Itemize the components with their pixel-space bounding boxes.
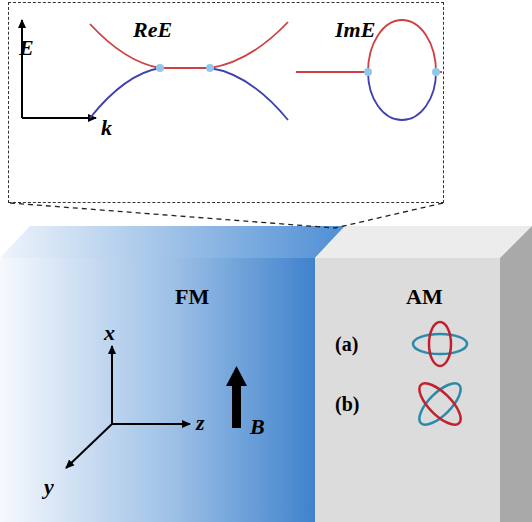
spin-ellipse <box>413 377 467 431</box>
re-e-bands <box>90 22 288 120</box>
panel-label: (b) <box>335 394 359 414</box>
momentum-axis <box>22 117 96 119</box>
region-label: AM <box>406 286 443 308</box>
leader-line <box>10 203 335 228</box>
altermagnet-region: AM (a) (b) <box>315 258 500 522</box>
ferromagnet-region: FM x z y B <box>0 258 315 522</box>
axis-label: k <box>101 117 112 139</box>
region-label: FM <box>175 286 209 308</box>
axis-label: x <box>104 322 115 344</box>
panel-label: ImE <box>335 19 375 41</box>
z-axis <box>112 423 190 425</box>
exceptional-point <box>432 68 440 76</box>
am-side-face <box>500 226 532 522</box>
spin-ellipse <box>413 377 467 431</box>
am-front-face <box>315 258 500 522</box>
am-top-face <box>315 226 532 258</box>
energy-axis <box>21 20 23 118</box>
x-axis <box>111 346 113 424</box>
axis-label: z <box>196 412 205 434</box>
spin-ellipse <box>413 334 467 354</box>
fm-top-face <box>0 226 345 258</box>
axis-label: E <box>19 37 34 59</box>
panel-label: ReE <box>133 19 172 41</box>
y-axis <box>66 424 112 468</box>
exceptional-point <box>364 68 372 76</box>
fm-front-face <box>0 258 315 522</box>
exceptional-point <box>156 64 164 72</box>
axis-label: y <box>44 476 54 498</box>
spin-ellipse <box>429 322 451 366</box>
field-arrow <box>232 384 241 428</box>
im-e-bands <box>296 20 442 120</box>
field-label: B <box>250 416 265 438</box>
exceptional-point <box>206 64 214 72</box>
inset-panel: Ek ReE ImE <box>8 2 444 203</box>
field-arrow-head <box>226 366 247 386</box>
leader-line <box>335 203 443 228</box>
panel-label: (a) <box>335 334 358 354</box>
